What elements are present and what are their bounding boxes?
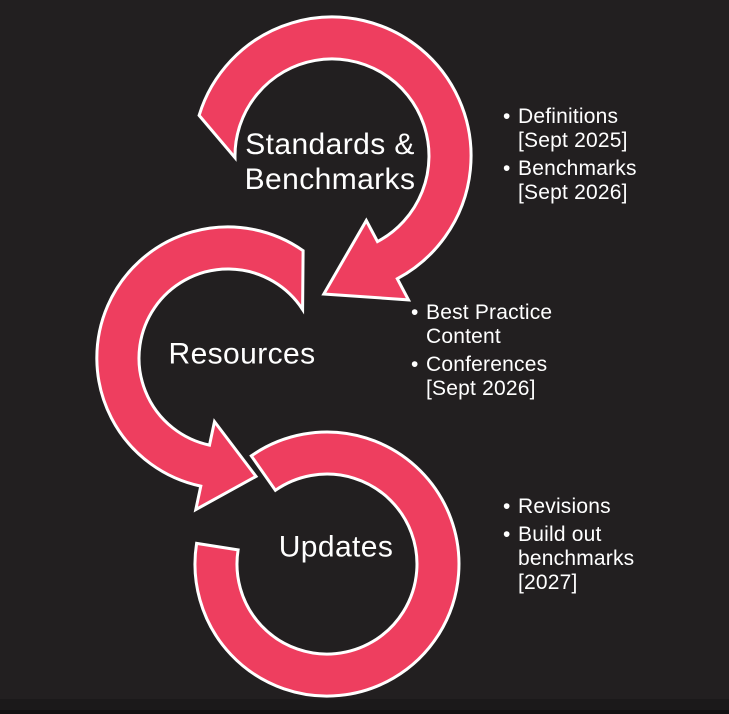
bullet-line: Best Practice [426, 301, 553, 324]
bottom-edge [0, 710, 729, 714]
bullet-line: [Sept 2025] [518, 129, 628, 152]
bullet-text: Revisions [518, 495, 611, 519]
step-label-standards: Standards & Benchmarks [245, 127, 416, 197]
bullet-line: [Sept 2026] [518, 181, 628, 204]
bullet-marker: • [503, 495, 511, 518]
step-bullets-resources: • Best Practice Content • Conferences [S… [411, 301, 552, 405]
bullet-text: Best Practice Content [426, 301, 552, 349]
bullet-line: Benchmarks [518, 157, 637, 180]
bullet-item: • Best Practice Content [411, 301, 552, 349]
bottom-shade [0, 699, 729, 710]
bullet-marker: • [503, 157, 511, 180]
bullet-line: Revisions [518, 495, 611, 518]
bullet-line: Conferences [426, 353, 548, 376]
bullet-line: Content [426, 325, 501, 348]
bullet-marker: • [503, 105, 511, 128]
bullet-marker: • [411, 301, 419, 324]
step-label-line: Standards & [245, 128, 415, 161]
step-label-resources: Resources [169, 337, 316, 372]
bullet-text: Conferences [Sept 2026] [426, 353, 547, 401]
bullet-item: • Benchmarks [Sept 2026] [503, 157, 637, 205]
step-label-line: Updates [278, 530, 394, 564]
bullet-line: [2027] [518, 571, 578, 594]
bullet-item: • Build out benchmarks [2027] [503, 523, 634, 595]
bullet-line: Build out [518, 523, 602, 546]
cycle-arrow-resources [95, 225, 305, 513]
step-label-updates: Updates [279, 530, 394, 565]
cycle-arrow-standards [197, 15, 473, 302]
bullet-text: Build out benchmarks [2027] [518, 523, 634, 595]
step-bullets-updates: • Revisions • Build out benchmarks [2027… [503, 495, 634, 599]
step-label-line: Benchmarks [244, 163, 416, 196]
bullet-item: • Revisions [503, 495, 634, 519]
bullet-item: • Definitions [Sept 2025] [503, 105, 637, 153]
bullet-marker: • [503, 523, 511, 546]
bullet-marker: • [411, 353, 419, 376]
bullet-line: Definitions [518, 105, 619, 128]
step-bullets-standards: • Definitions [Sept 2025] • Benchmarks [… [503, 105, 637, 209]
bullet-line: [Sept 2026] [426, 377, 536, 400]
bullet-item: • Conferences [Sept 2026] [411, 353, 552, 401]
step-label-line: Resources [168, 337, 316, 371]
bullet-line: benchmarks [518, 547, 635, 570]
cycle-arrow-updates [193, 430, 461, 698]
bullet-text: Definitions [Sept 2025] [518, 105, 628, 153]
bullet-text: Benchmarks [Sept 2026] [518, 157, 637, 205]
